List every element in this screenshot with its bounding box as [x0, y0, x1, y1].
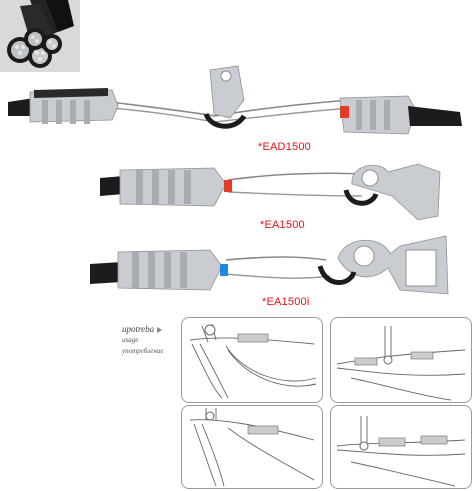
pole-suspension-drawing [336, 326, 466, 401]
ea1500-bracket [343, 163, 441, 221]
usage-panel-4 [330, 405, 472, 489]
cable-thumbnail [0, 0, 80, 72]
ea1500i-assembly [90, 235, 449, 295]
product-code-ea1500: *EA1500 [260, 219, 305, 231]
usage-line-ru: употребление [122, 347, 164, 355]
ea1500i-bracket [317, 235, 449, 295]
ea1500i-clamp-body [90, 249, 228, 291]
usage-panel-3 [181, 405, 323, 489]
usage-panel-1 [181, 317, 323, 403]
corner-installation-drawing [189, 408, 315, 487]
usage-line-en: usage [122, 336, 139, 344]
center-hook [203, 65, 247, 129]
usage-line-local: upotreba [122, 324, 163, 335]
bundled-cable-icon [0, 0, 80, 72]
pole-installation-drawing [189, 323, 317, 399]
product-code-ead1500: *EAD1500 [258, 141, 311, 153]
arrow-right-icon [157, 326, 163, 333]
ea1500-assembly [100, 163, 441, 221]
left-clamp-body [8, 88, 119, 124]
right-clamp-body [339, 95, 462, 135]
usage-panel-2 [330, 317, 472, 403]
ead1500-assembly [8, 65, 462, 135]
usage-caption: upotreba usage употребление [122, 324, 163, 357]
ea1500-clamp-body [100, 167, 232, 207]
dead-end-installation-drawing [336, 416, 466, 487]
product-code-ea1500i: *EA1500i [262, 296, 310, 308]
